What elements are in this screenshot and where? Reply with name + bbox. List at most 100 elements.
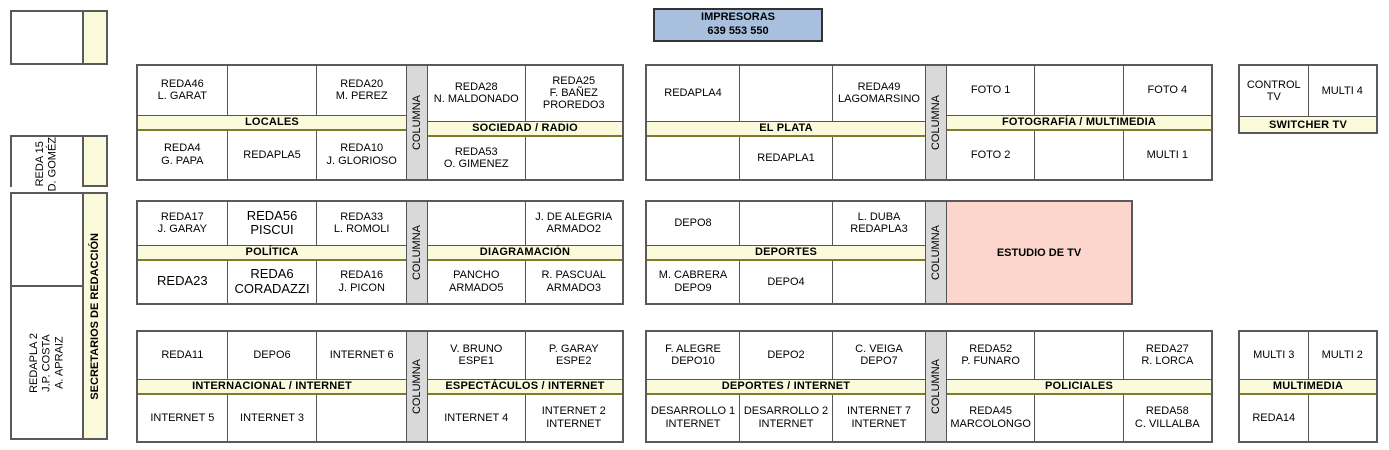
section-el-plata: REDAPLA4 REDA49 LAGOMARSINO EL PLATA RED… [647,66,925,179]
desk-cell[interactable]: V. BRUNO ESPE1 [428,332,526,379]
desk-cell[interactable] [227,66,318,115]
columna-label: COLUMNA [411,224,423,280]
section-band-deportes: DEPORTES [647,244,925,261]
desk-cell[interactable]: DEPO8 [647,202,740,245]
desk-cell[interactable]: INTERNET 5 [138,394,228,441]
desk-cell[interactable]: F. ALEGRE DEPO10 [647,332,740,379]
desk-cell[interactable] [1035,332,1124,379]
secretaries-lower-box: REDAPLA 2 J.P. COSTA A. APRAIZ SECRETARI… [10,192,108,440]
desk-cell[interactable]: DESARROLLO 2 INTERNET [740,394,833,441]
block-multimedia: MULTI 3 MULTI 2 MULTIMEDIA REDA14 [1238,330,1378,443]
desk-cell[interactable]: MULTI 1 [1123,130,1211,179]
desk-cell[interactable]: DEPO2 [740,332,833,379]
desk-cell[interactable]: FOTO 1 [947,66,1036,115]
secretary-slot-reda15[interactable]: REDA 15 D. GOMÉZ [12,137,82,192]
diagramacion-bottom-row: PANCHO ARMADO5 R. PASCUAL ARMADO3 [428,260,622,303]
desk-cell[interactable] [1035,394,1124,441]
secretary-slot-redapla2[interactable]: REDAPLA 2 J.P. COSTA A. APRAIZ [12,285,82,439]
desk-cell-reda14[interactable]: REDA14 [1240,394,1309,441]
desk-cell[interactable]: DEPO4 [740,260,833,303]
desk-cell[interactable]: REDA10 J. GLORIOSO [317,130,407,179]
desk-cell[interactable] [740,66,833,121]
section-espectaculos-internet: V. BRUNO ESPE1 P. GARAY ESPE2 ESPECTÁCUL… [428,332,622,441]
diagramacion-top-row: J. DE ALEGRIA ARMADO2 [428,202,622,245]
desk-cell[interactable]: REDA56 PISCUI [227,202,318,245]
desk-cell[interactable]: REDA16 J. PICON [317,260,407,303]
desk-cell[interactable] [833,136,925,179]
section-deportes-internet: F. ALEGRE DEPO10 DEPO2 C. VEIGA DEPO7 DE… [647,332,925,441]
columna-divider: COLUMNA [406,202,428,303]
desk-cell[interactable] [833,260,925,303]
desk-cell[interactable]: INTERNET 7 INTERNET [833,394,925,441]
desk-cell[interactable]: M. CABRERA DEPO9 [647,260,740,303]
block-locales-sociedad: REDA46 L. GARAT REDA20 M. PEREZ LOCALES … [136,64,624,181]
desk-cell[interactable]: R. PASCUAL ARMADO3 [525,260,622,303]
desk-cell-control-tv[interactable]: CONTROL TV [1240,66,1309,116]
top-left-empty-white [12,12,82,63]
desk-cell[interactable]: REDAPLA4 [647,66,740,121]
switcher-top-row: CONTROL TV MULTI 4 [1240,66,1376,116]
desk-cell[interactable]: REDAPLA1 [740,136,833,179]
columna-divider: COLUMNA [406,332,428,441]
desk-cell[interactable]: REDA25 F. BAÑEZ PROREDO3 [525,66,622,121]
desk-cell[interactable] [428,202,526,245]
desk-cell[interactable]: REDA58 C. VILLALBA [1123,394,1211,441]
elplata-bottom-row: REDAPLA1 [647,136,925,179]
desk-cell[interactable]: REDA53 O. GIMENEZ [428,136,526,179]
desk-cell[interactable]: DESARROLLO 1 INTERNET [647,394,740,441]
desk-cell[interactable]: REDA11 [138,332,228,379]
block-deportes-estudio: DEPO8 L. DUBA REDAPLA3 DEPORTES M. CABRE… [645,200,1133,305]
section-band-sociedad: SOCIEDAD / RADIO [428,120,622,137]
desk-cell-multi4[interactable]: MULTI 4 [1308,66,1376,116]
section-diagramacion: J. DE ALEGRIA ARMADO2 DIAGRAMACIÓN PANCH… [428,202,622,303]
desk-cell-multi3[interactable]: MULTI 3 [1240,332,1309,379]
section-band-diagramacion: DIAGRAMACIÓN [428,244,622,261]
deportes-internet-top-row: F. ALEGRE DEPO10 DEPO2 C. VEIGA DEPO7 [647,332,925,379]
desk-cell[interactable]: REDA4 G. PAPA [138,130,228,179]
desk-cell[interactable]: REDA45 MARCOLONGO [947,394,1036,441]
desk-cell[interactable]: REDA23 [138,260,228,303]
top-left-empty-box [10,10,108,65]
desk-cell[interactable]: INTERNET 2 INTERNET [525,394,622,441]
desk-cell[interactable]: REDA28 N. MALDONADO [428,66,526,121]
desk-cell[interactable]: REDA46 L. GARAT [138,66,228,115]
secretary-slot-empty[interactable] [12,194,82,286]
top-left-empty-slot[interactable] [12,12,82,63]
printers-box[interactable]: IMPRESORAS 639 553 550 [653,8,823,42]
desk-cell[interactable] [740,202,833,245]
section-policiales: REDA52 P. FUNARO REDA27 R. LORCA POLICIA… [947,332,1211,441]
secretary-label-reda15: REDA 15 D. GOMÉZ [34,137,59,192]
desk-cell[interactable] [647,136,740,179]
locales-top-row: REDA46 L. GARAT REDA20 M. PEREZ [138,66,407,115]
internacional-bottom-row: INTERNET 5 INTERNET 3 [138,394,407,441]
desk-cell[interactable] [525,136,622,179]
desk-cell[interactable]: INTERNET 6 [317,332,407,379]
desk-cell[interactable]: P. GARAY ESPE2 [525,332,622,379]
elplata-top-row: REDAPLA4 REDA49 LAGOMARSINO [647,66,925,121]
desk-cell[interactable]: INTERNET 4 [428,394,526,441]
desk-cell[interactable]: REDAPLA5 [227,130,318,179]
desk-cell[interactable] [1035,66,1124,115]
desk-cell[interactable] [317,394,407,441]
espectaculos-bottom-row: INTERNET 4 INTERNET 2 INTERNET [428,394,622,441]
desk-cell[interactable]: J. DE ALEGRIA ARMADO2 [525,202,622,245]
desk-cell[interactable]: FOTO 4 [1123,66,1211,115]
desk-cell[interactable]: PANCHO ARMADO5 [428,260,526,303]
desk-cell[interactable]: DEPO6 [227,332,318,379]
desk-cell[interactable]: INTERNET 3 [227,394,318,441]
desk-cell[interactable]: REDA20 M. PEREZ [317,66,407,115]
desk-cell[interactable]: REDA6 CORADAZZI [227,260,318,303]
desk-cell[interactable]: REDA52 P. FUNARO [947,332,1036,379]
secretaries-upper-band [82,137,106,185]
studio-tv-area[interactable]: ESTUDIO DE TV [947,202,1131,303]
desk-cell[interactable]: REDA49 LAGOMARSINO [833,66,925,121]
desk-cell[interactable]: FOTO 2 [947,130,1036,179]
desk-cell[interactable]: REDA27 R. LORCA [1123,332,1211,379]
desk-cell[interactable]: REDA17 J. GARAY [138,202,228,245]
desk-cell[interactable]: L. DUBA REDAPLA3 [833,202,925,245]
desk-cell[interactable] [1308,394,1376,441]
desk-cell[interactable]: C. VEIGA DEPO7 [833,332,925,379]
desk-cell-multi2[interactable]: MULTI 2 [1308,332,1376,379]
desk-cell[interactable]: REDA33 L. ROMOLI [317,202,407,245]
desk-cell[interactable] [1035,130,1124,179]
